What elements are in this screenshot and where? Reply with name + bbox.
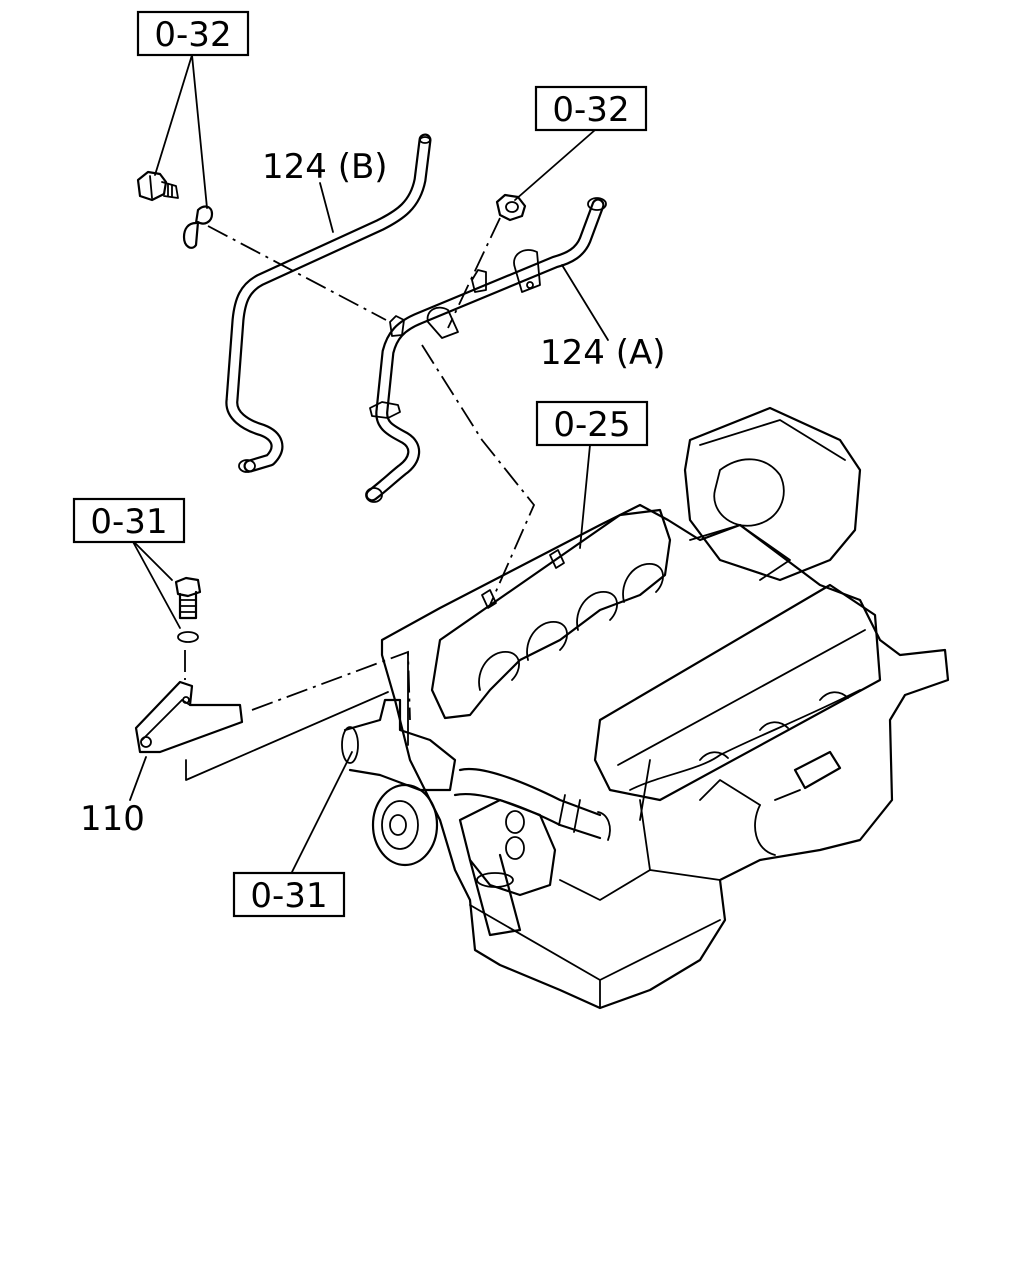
block-skirt	[559, 799, 721, 901]
bolt-top-left	[136, 170, 179, 202]
pipe-124-b	[225, 133, 432, 473]
coolant-pipe	[453, 768, 602, 840]
crankcase-edge	[469, 904, 721, 1009]
intake-runner	[689, 524, 791, 581]
callout-ref-left-bolt-label: 0-31	[90, 502, 167, 542]
pump-port-2	[505, 836, 525, 860]
bracket-110	[134, 680, 244, 754]
callout-ref-top-mid-label: 0-32	[552, 90, 629, 130]
callout-ref-engine: 0-25	[535, 400, 649, 447]
lower-bracket	[369, 401, 401, 419]
manifold-stud-2	[549, 549, 565, 569]
bracket-tab-left	[389, 315, 405, 337]
intake-housing-detail	[699, 419, 846, 527]
part-label-pipe-b: 124 (B)	[262, 147, 388, 187]
exhaust-manifold	[430, 508, 672, 720]
nut-top-mid	[495, 193, 527, 222]
thermostat-neck	[343, 698, 457, 792]
part-label-pipe-a: 124 (A)	[540, 333, 666, 373]
lower-hose	[468, 853, 522, 937]
callout-ref-top-left-label: 0-32	[154, 15, 231, 55]
engine-block-outline	[380, 503, 950, 1010]
pipe-124-a	[365, 197, 607, 503]
callout-ref-engine-label: 0-25	[553, 405, 630, 445]
rocker-cover-bumps	[699, 691, 849, 761]
clamp-right	[513, 249, 541, 293]
bracket-mount-line	[185, 651, 409, 781]
crank-pulley	[371, 783, 439, 867]
engine-assembly	[341, 406, 950, 1010]
rocker-cover-rib	[617, 629, 866, 791]
callout-ref-bottom-label: 0-31	[250, 876, 327, 916]
callout-ref-left-bolt: 0-31	[72, 497, 186, 544]
pump-port-1	[505, 810, 525, 834]
block-face-lines	[639, 759, 761, 821]
rocker-cover	[593, 583, 882, 802]
part-label-bracket: 110	[80, 799, 145, 839]
intake-housing	[683, 406, 862, 582]
callout-ref-bottom: 0-31	[232, 871, 346, 918]
callout-ref-top-left: 0-32	[136, 10, 250, 57]
callout-ref-top-mid: 0-32	[534, 85, 648, 132]
side-sensor	[793, 750, 842, 790]
manifold-ports	[478, 563, 664, 691]
leader-lines	[129, 54, 609, 873]
manifold-stud-1	[481, 589, 497, 609]
clip-top-left	[182, 205, 214, 249]
bolt-left	[174, 576, 202, 643]
clamp-left	[426, 306, 459, 339]
bracket-tab-mid	[471, 269, 487, 293]
